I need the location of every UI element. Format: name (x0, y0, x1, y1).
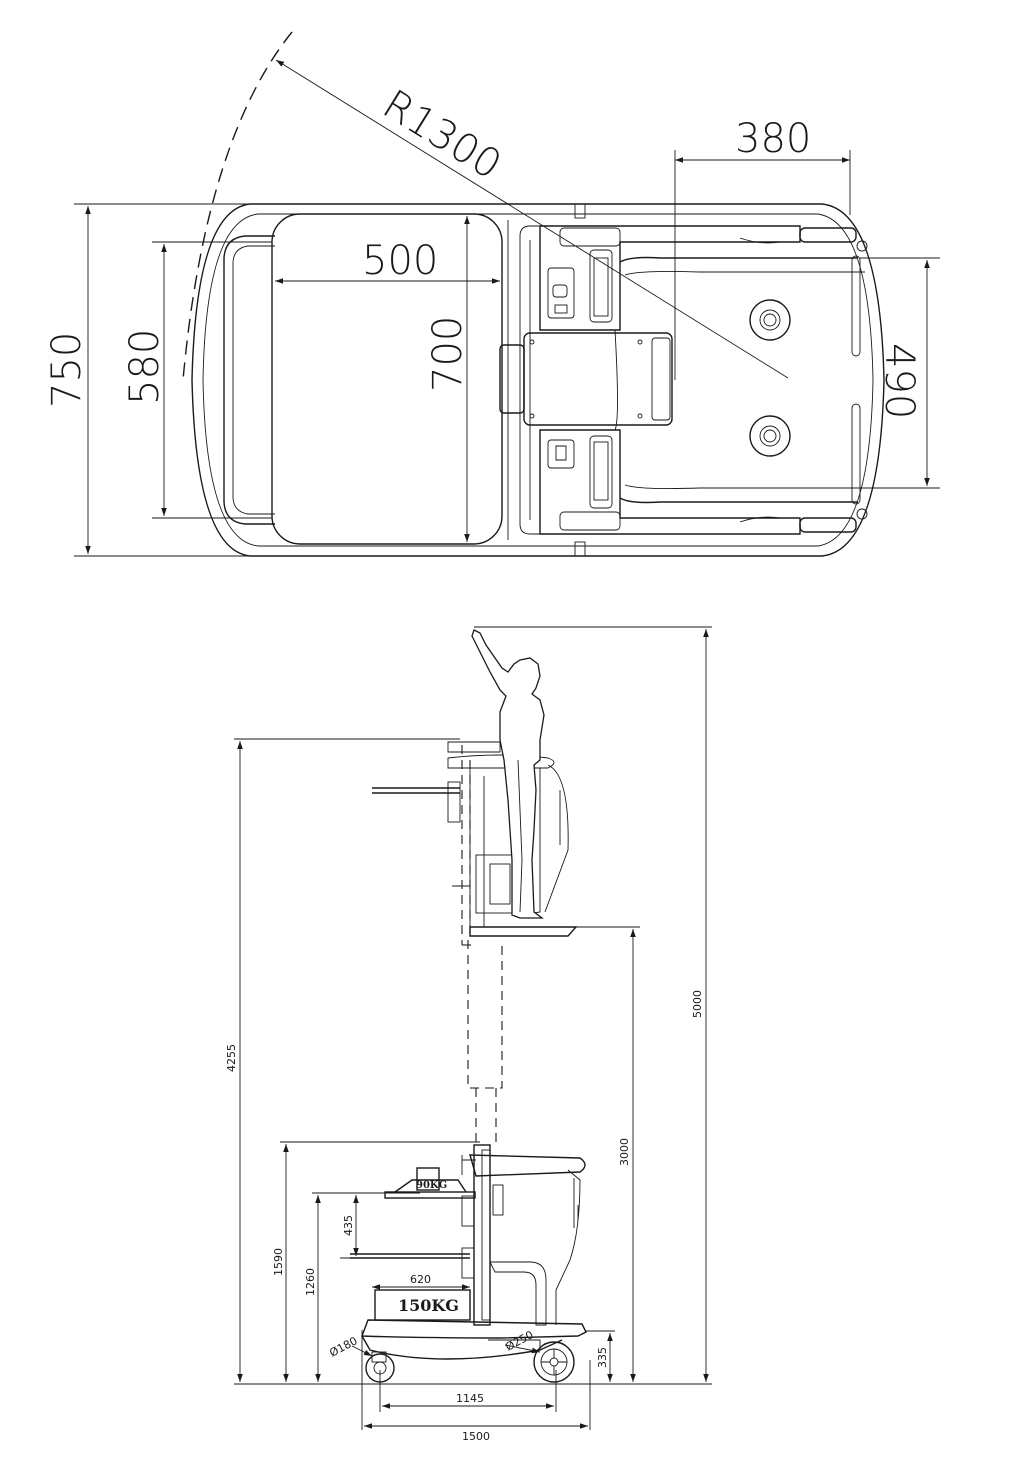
control-box (523, 332, 673, 426)
base-frame (539, 225, 801, 331)
dim-label-435: 435 (342, 1215, 355, 1236)
dim-label-1500: 1500 (462, 1430, 490, 1443)
front-wheel (533, 1341, 575, 1383)
tray-load-label: 90KG (416, 1180, 447, 1191)
dim-label-620: 620 (410, 1273, 431, 1286)
base-load-box (374, 1289, 471, 1321)
raised-platform (372, 741, 578, 937)
platform-outline (271, 213, 503, 545)
turning-radius-arc (182, 31, 293, 381)
radius-leader (275, 59, 789, 379)
caster-top (749, 299, 791, 341)
chassis-base (361, 1319, 587, 1363)
dim-label-4255: 4255 (225, 1044, 238, 1072)
fork-frame (619, 256, 858, 504)
dim-label-580: 580 (122, 329, 168, 405)
dim-label-1260: 1260 (304, 1268, 317, 1296)
upper-tray: 90KG (350, 1167, 476, 1279)
rear-handle (223, 235, 275, 525)
lowered-mast (461, 1144, 586, 1326)
side-view: 5000 4255 3000 1590 1260 435 620 335 114… (225, 626, 712, 1443)
dim-label-500: 500 (362, 238, 438, 284)
dim-label-3000: 3000 (618, 1138, 631, 1166)
base-load: 150KG (374, 1289, 471, 1321)
chassis-outline (191, 203, 885, 557)
dim-label-750: 750 (44, 332, 90, 408)
dim-label-490: 490 (876, 343, 922, 419)
radius-label: R1300 (375, 81, 509, 188)
dim-label-335: 335 (596, 1347, 609, 1368)
tray-load-box (416, 1167, 440, 1191)
dim-label-1590: 1590 (272, 1248, 285, 1276)
dim-label-1145: 1145 (456, 1392, 484, 1405)
dim-label-5000: 5000 (691, 990, 704, 1018)
dim-label-700: 700 (425, 316, 471, 392)
caster-bottom (749, 415, 791, 457)
dim-label-380: 380 (735, 116, 811, 162)
operator-figure (471, 629, 545, 919)
top-view: R1300 380 500 700 750 580 490 (44, 31, 940, 557)
rear-wheel-label: Ø180 (327, 1334, 359, 1359)
base-load-label: 150KG (398, 1296, 459, 1315)
rear-wheel (365, 1353, 395, 1383)
actuator-bottom (547, 435, 621, 531)
actuator-top (547, 227, 621, 323)
raised-mast-ghost (461, 745, 503, 1142)
